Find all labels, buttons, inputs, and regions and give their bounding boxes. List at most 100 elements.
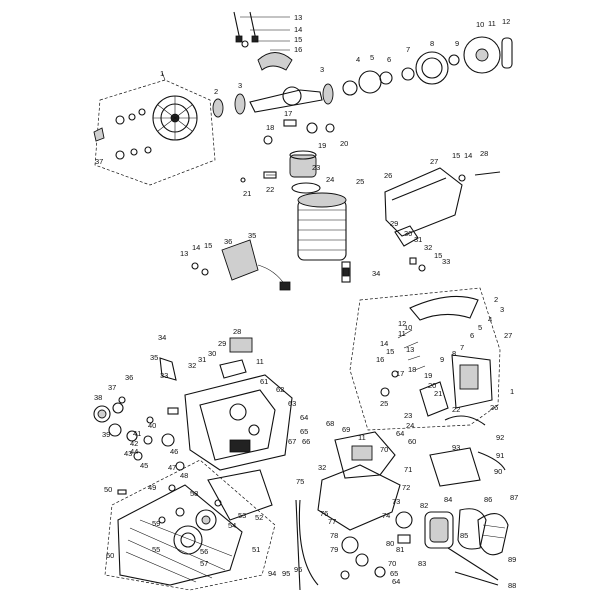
part-number-label: 38 bbox=[94, 393, 102, 402]
part-number-label: 61 bbox=[260, 377, 268, 386]
part-number-label: 5 bbox=[370, 53, 374, 62]
part-number-label: 68 bbox=[326, 419, 334, 428]
part-number-label: 63 bbox=[288, 399, 296, 408]
muffler bbox=[384, 167, 501, 272]
part-number-label: 37 bbox=[95, 157, 103, 166]
part-number-label: 50 bbox=[104, 485, 112, 494]
part-number-label: 8 bbox=[452, 349, 456, 358]
part-number-label: 35 bbox=[150, 353, 158, 362]
part-number-label: 90 bbox=[494, 467, 502, 476]
part-number-label: 49 bbox=[148, 483, 156, 492]
part-number-label: 22 bbox=[266, 185, 274, 194]
part-number-label: 84 bbox=[444, 495, 452, 504]
part-number-label: 86 bbox=[484, 495, 492, 504]
part-number-label: 14 bbox=[464, 151, 472, 160]
left-small-parts bbox=[93, 337, 253, 495]
part-number-label: 82 bbox=[420, 501, 428, 510]
part-number-label: 56 bbox=[200, 547, 208, 556]
part-number-label: 18 bbox=[408, 365, 416, 374]
part-number-label: 13 bbox=[180, 249, 188, 258]
part-number-label: 55 bbox=[152, 545, 160, 554]
part-number-label: 67 bbox=[288, 437, 296, 446]
part-number-label: 83 bbox=[418, 559, 426, 568]
part-number-label: 11 bbox=[488, 19, 496, 28]
part-number-label: 52 bbox=[255, 513, 263, 522]
part-number-label: 47 bbox=[168, 463, 176, 472]
part-number-label: 10 bbox=[476, 20, 484, 29]
part-number-label: 20 bbox=[428, 381, 436, 390]
part-number-label: 15 bbox=[386, 347, 394, 356]
part-number-label: 46 bbox=[170, 447, 178, 456]
part-number-label: 85 bbox=[460, 531, 468, 540]
part-number-label: 15 bbox=[434, 251, 442, 260]
part-number-label: 80 bbox=[386, 539, 394, 548]
crankcase bbox=[184, 374, 293, 471]
part-number-label: 34 bbox=[158, 333, 166, 342]
part-number-label: 18 bbox=[266, 123, 274, 132]
part-number-label: 23 bbox=[312, 163, 320, 172]
part-number-label: 51 bbox=[252, 545, 260, 554]
ignition-coil bbox=[191, 239, 291, 291]
part-number-label: 70 bbox=[388, 559, 396, 568]
part-number-label: 16 bbox=[294, 45, 302, 54]
part-number-label: 28 bbox=[233, 327, 241, 336]
part-number-label: 13 bbox=[406, 345, 414, 354]
part-number-label: 57 bbox=[200, 559, 208, 568]
part-number-label: 40 bbox=[148, 421, 156, 430]
part-number-label: 32 bbox=[318, 463, 326, 472]
part-number-label: 2 bbox=[494, 295, 498, 304]
part-number-label: 8 bbox=[430, 39, 434, 48]
part-number-label: 6 bbox=[470, 331, 474, 340]
part-number-label: 4 bbox=[356, 55, 360, 64]
part-number-label: 44 bbox=[130, 447, 138, 456]
part-number-label: 81 bbox=[396, 545, 404, 554]
part-number-label: 71 bbox=[404, 465, 412, 474]
part-number-label: 3 bbox=[238, 81, 242, 90]
part-number-label: 92 bbox=[496, 433, 504, 442]
part-number-label: 75 bbox=[296, 477, 304, 486]
part-number-label: 73 bbox=[392, 497, 400, 506]
part-number-label: 77 bbox=[328, 517, 336, 526]
part-number-label: 11 bbox=[358, 433, 366, 442]
part-number-label: 26 bbox=[490, 403, 498, 412]
part-number-label: 20 bbox=[340, 139, 348, 148]
part-number-label: 76 bbox=[320, 509, 328, 518]
air-filter-assembly bbox=[424, 447, 509, 586]
flywheel-group bbox=[93, 79, 216, 186]
part-number-label: 64 bbox=[300, 413, 308, 422]
part-number-label: 25 bbox=[380, 399, 388, 408]
part-number-label: 22 bbox=[452, 405, 460, 414]
part-number-label: 14 bbox=[192, 243, 200, 252]
part-number-label: 13 bbox=[294, 13, 302, 22]
part-number-label: 11 bbox=[256, 357, 264, 366]
part-number-label: 30 bbox=[208, 349, 216, 358]
part-number-label: 93 bbox=[452, 443, 460, 452]
part-number-label: 60 bbox=[106, 551, 114, 560]
part-number-label: 45 bbox=[140, 461, 148, 470]
part-number-label: 79 bbox=[330, 545, 338, 554]
part-number-label: 69 bbox=[342, 425, 350, 434]
part-number-label: 27 bbox=[430, 157, 438, 166]
part-number-label: 65 bbox=[300, 427, 308, 436]
part-number-label: 9 bbox=[455, 39, 459, 48]
side-cover bbox=[349, 287, 501, 431]
part-number-label: 19 bbox=[318, 141, 326, 150]
part-number-label: 26 bbox=[384, 171, 392, 180]
part-number-label: 31 bbox=[198, 355, 206, 364]
part-number-label: 14 bbox=[294, 25, 302, 34]
part-number-label: 36 bbox=[224, 237, 232, 246]
part-number-label: 27 bbox=[504, 331, 512, 340]
part-number-label: 31 bbox=[414, 235, 422, 244]
part-number-label: 37 bbox=[108, 383, 116, 392]
part-number-label: 43 bbox=[124, 449, 132, 458]
part-number-label: 59 bbox=[152, 519, 160, 528]
part-number-label: 89 bbox=[508, 555, 516, 564]
part-number-label: 60 bbox=[408, 437, 416, 446]
part-number-label: 87 bbox=[510, 493, 518, 502]
top-screws bbox=[233, 11, 293, 71]
part-number-label: 1 bbox=[510, 387, 514, 396]
part-number-label: 32 bbox=[188, 361, 196, 370]
part-number-label: 21 bbox=[434, 389, 442, 398]
part-number-label: 36 bbox=[125, 373, 133, 382]
